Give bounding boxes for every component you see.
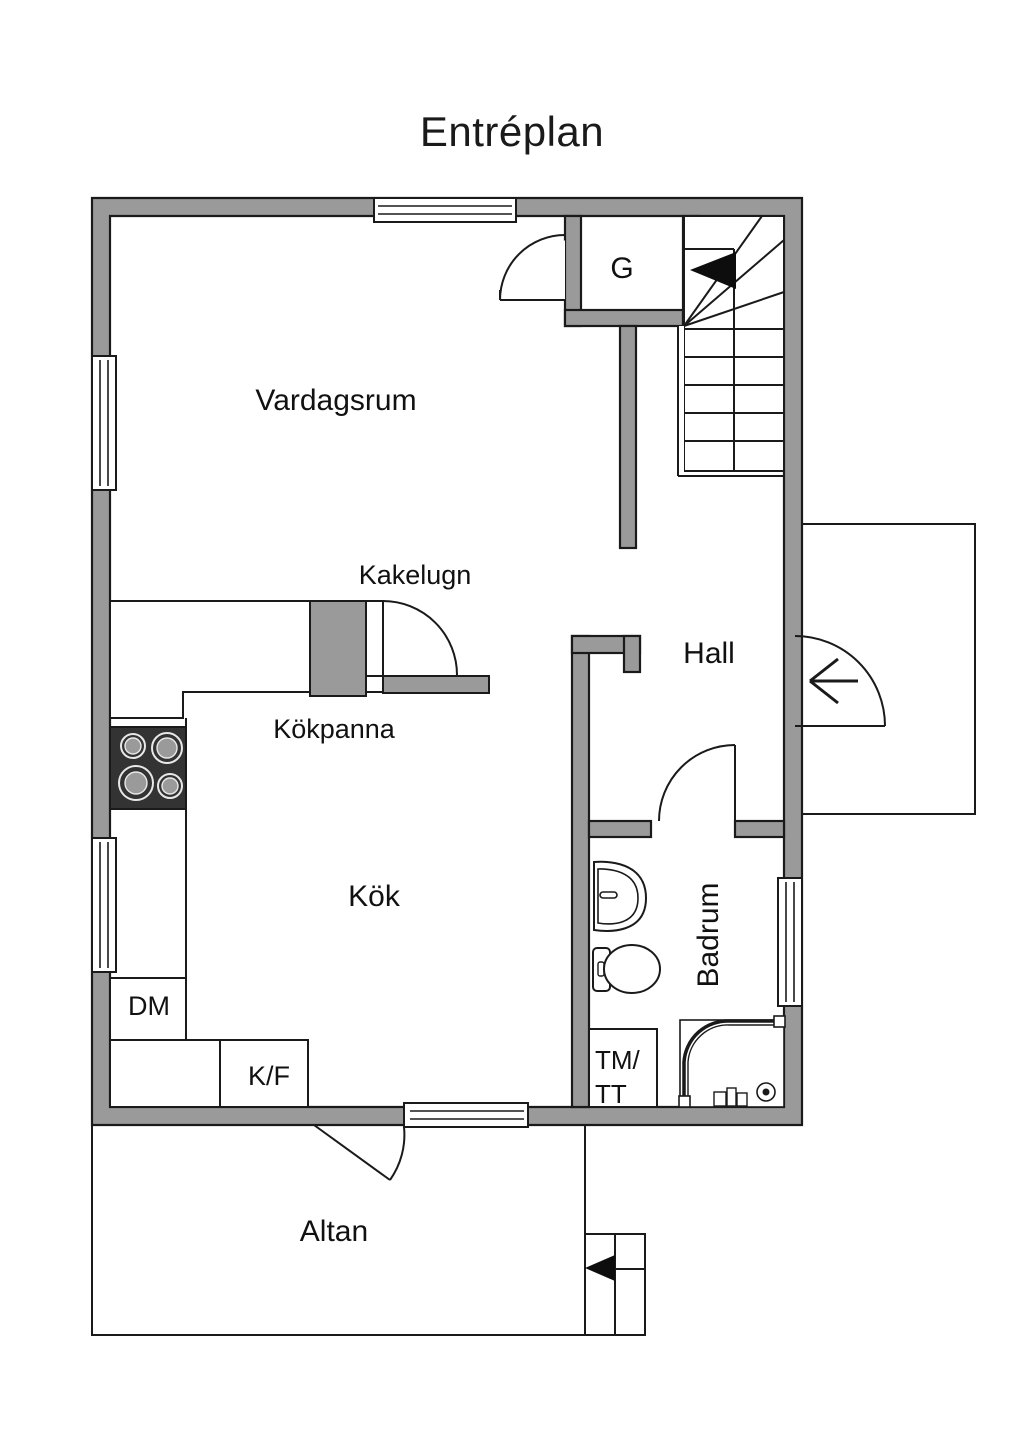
arrow-stairs-up-icon [690, 252, 736, 289]
room-label-altan: Altan [300, 1215, 368, 1248]
room-label-badrum: Badrum [692, 882, 725, 987]
window-south-kitchen [403, 1102, 529, 1128]
window-east-bathroom [777, 877, 803, 1007]
entrance-porch-outline [794, 523, 976, 815]
washer-dryer-box [588, 1028, 658, 1108]
page-title: Entréplan [419, 108, 605, 155]
kakelugn-icon [309, 600, 490, 697]
staircase [677, 215, 785, 477]
appliance-label-kf: K/F [248, 1061, 290, 1091]
room-label-garderob: G [610, 252, 633, 285]
window-west-lower [91, 837, 117, 973]
corner-shower-icon [678, 1015, 786, 1108]
washbasin-icon [593, 860, 648, 932]
appliance-label-tt: TT [595, 1079, 627, 1109]
window-west-upper [91, 355, 117, 491]
appliance-label-tm: TM/ [595, 1045, 641, 1075]
annotation-kakelugn: Kakelugn [359, 560, 472, 590]
toilet-icon [592, 944, 661, 994]
window-north [373, 197, 517, 223]
arrow-entrance-icon [809, 657, 858, 705]
appliance-label-dm: DM [128, 991, 170, 1021]
arrow-deck-steps-icon [585, 1255, 615, 1281]
room-label-kok: Kök [348, 880, 401, 913]
annotation-kokpanna: Kökpanna [273, 714, 396, 744]
deck-steps [584, 1233, 646, 1336]
door-closet-g [499, 234, 566, 301]
stove-icon [109, 726, 187, 810]
altan-deck-outline [91, 1124, 586, 1336]
door-entrance [794, 635, 886, 727]
door-bathroom [658, 744, 736, 822]
room-label-hall: Hall [683, 637, 735, 670]
room-label-vardagsrum: Vardagsrum [255, 384, 416, 417]
door-deck [313, 1124, 406, 1181]
